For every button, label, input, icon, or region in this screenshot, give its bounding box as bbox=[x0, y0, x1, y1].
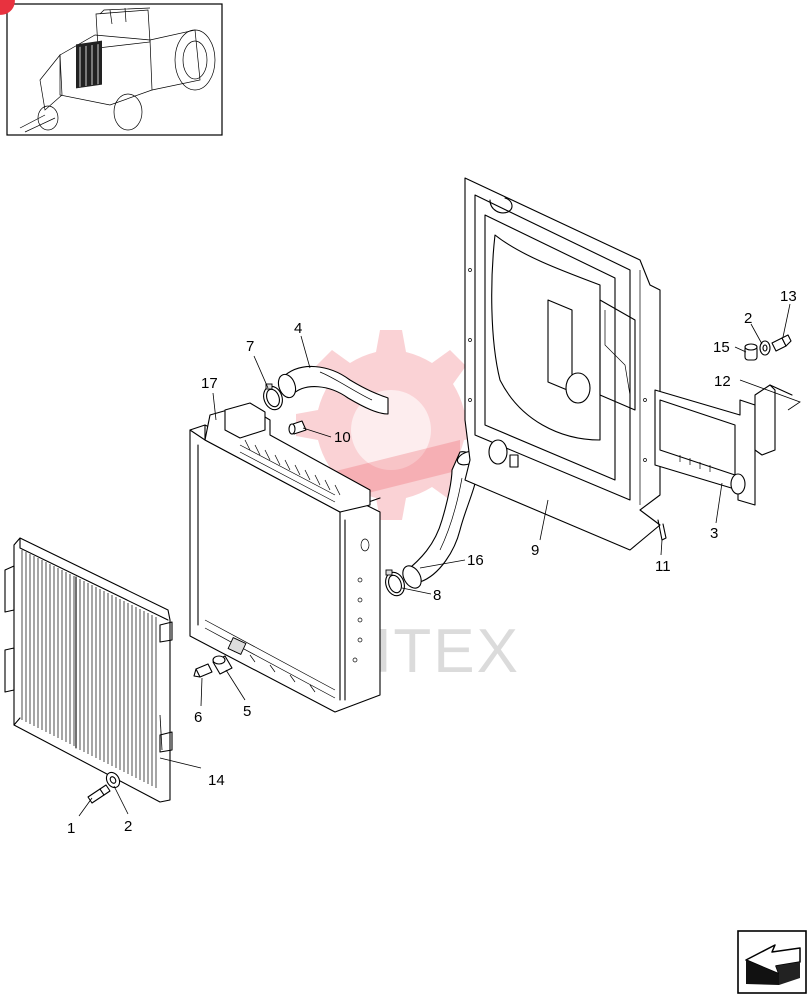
washer-2-right bbox=[759, 340, 771, 356]
callout-1: 1 bbox=[67, 820, 75, 837]
bolt-13 bbox=[771, 334, 792, 352]
callout-15: 15 bbox=[713, 339, 730, 356]
bracket-12 bbox=[754, 384, 793, 456]
oil-cooler-14 bbox=[4, 537, 173, 803]
callout-2-right: 2 bbox=[744, 310, 752, 327]
callout-labels: 1 2 14 6 5 17 7 4 10 8 16 9 11 3 12 15 2… bbox=[67, 288, 797, 837]
washer-2 bbox=[105, 771, 121, 789]
clip-11 bbox=[657, 519, 667, 541]
callout-13: 13 bbox=[780, 288, 797, 305]
spacer-15 bbox=[744, 343, 758, 361]
hose-clamp-8 bbox=[385, 569, 405, 597]
callout-9: 9 bbox=[531, 542, 539, 559]
plug-10 bbox=[288, 420, 307, 435]
callout-14: 14 bbox=[208, 772, 225, 789]
red-corner-marker bbox=[0, 0, 15, 15]
callout-11: 11 bbox=[655, 558, 671, 575]
tractor-location-thumbnail bbox=[0, 0, 223, 136]
drain-valve-6 bbox=[193, 663, 213, 678]
bracket-3 bbox=[654, 389, 756, 506]
callout-17: 17 bbox=[201, 375, 218, 392]
callout-6: 6 bbox=[194, 709, 202, 726]
fan-shroud-9 bbox=[464, 177, 661, 551]
next-page-arrow-icon[interactable] bbox=[737, 930, 807, 994]
callout-7: 7 bbox=[246, 338, 254, 355]
drain-plug-5 bbox=[212, 655, 233, 675]
radiator-17 bbox=[189, 402, 381, 713]
leader-lines bbox=[78, 303, 801, 817]
callout-3: 3 bbox=[710, 525, 718, 542]
callout-2-left: 2 bbox=[124, 818, 132, 835]
callout-8: 8 bbox=[433, 587, 441, 604]
callout-12: 12 bbox=[714, 373, 731, 390]
bolt-1 bbox=[87, 784, 111, 804]
upper-hose-4 bbox=[277, 365, 389, 415]
callout-4: 4 bbox=[294, 320, 302, 337]
callout-16: 16 bbox=[467, 552, 484, 569]
hose-clamp-7 bbox=[263, 383, 283, 411]
callout-10: 10 bbox=[334, 429, 351, 446]
callout-5: 5 bbox=[243, 703, 251, 720]
